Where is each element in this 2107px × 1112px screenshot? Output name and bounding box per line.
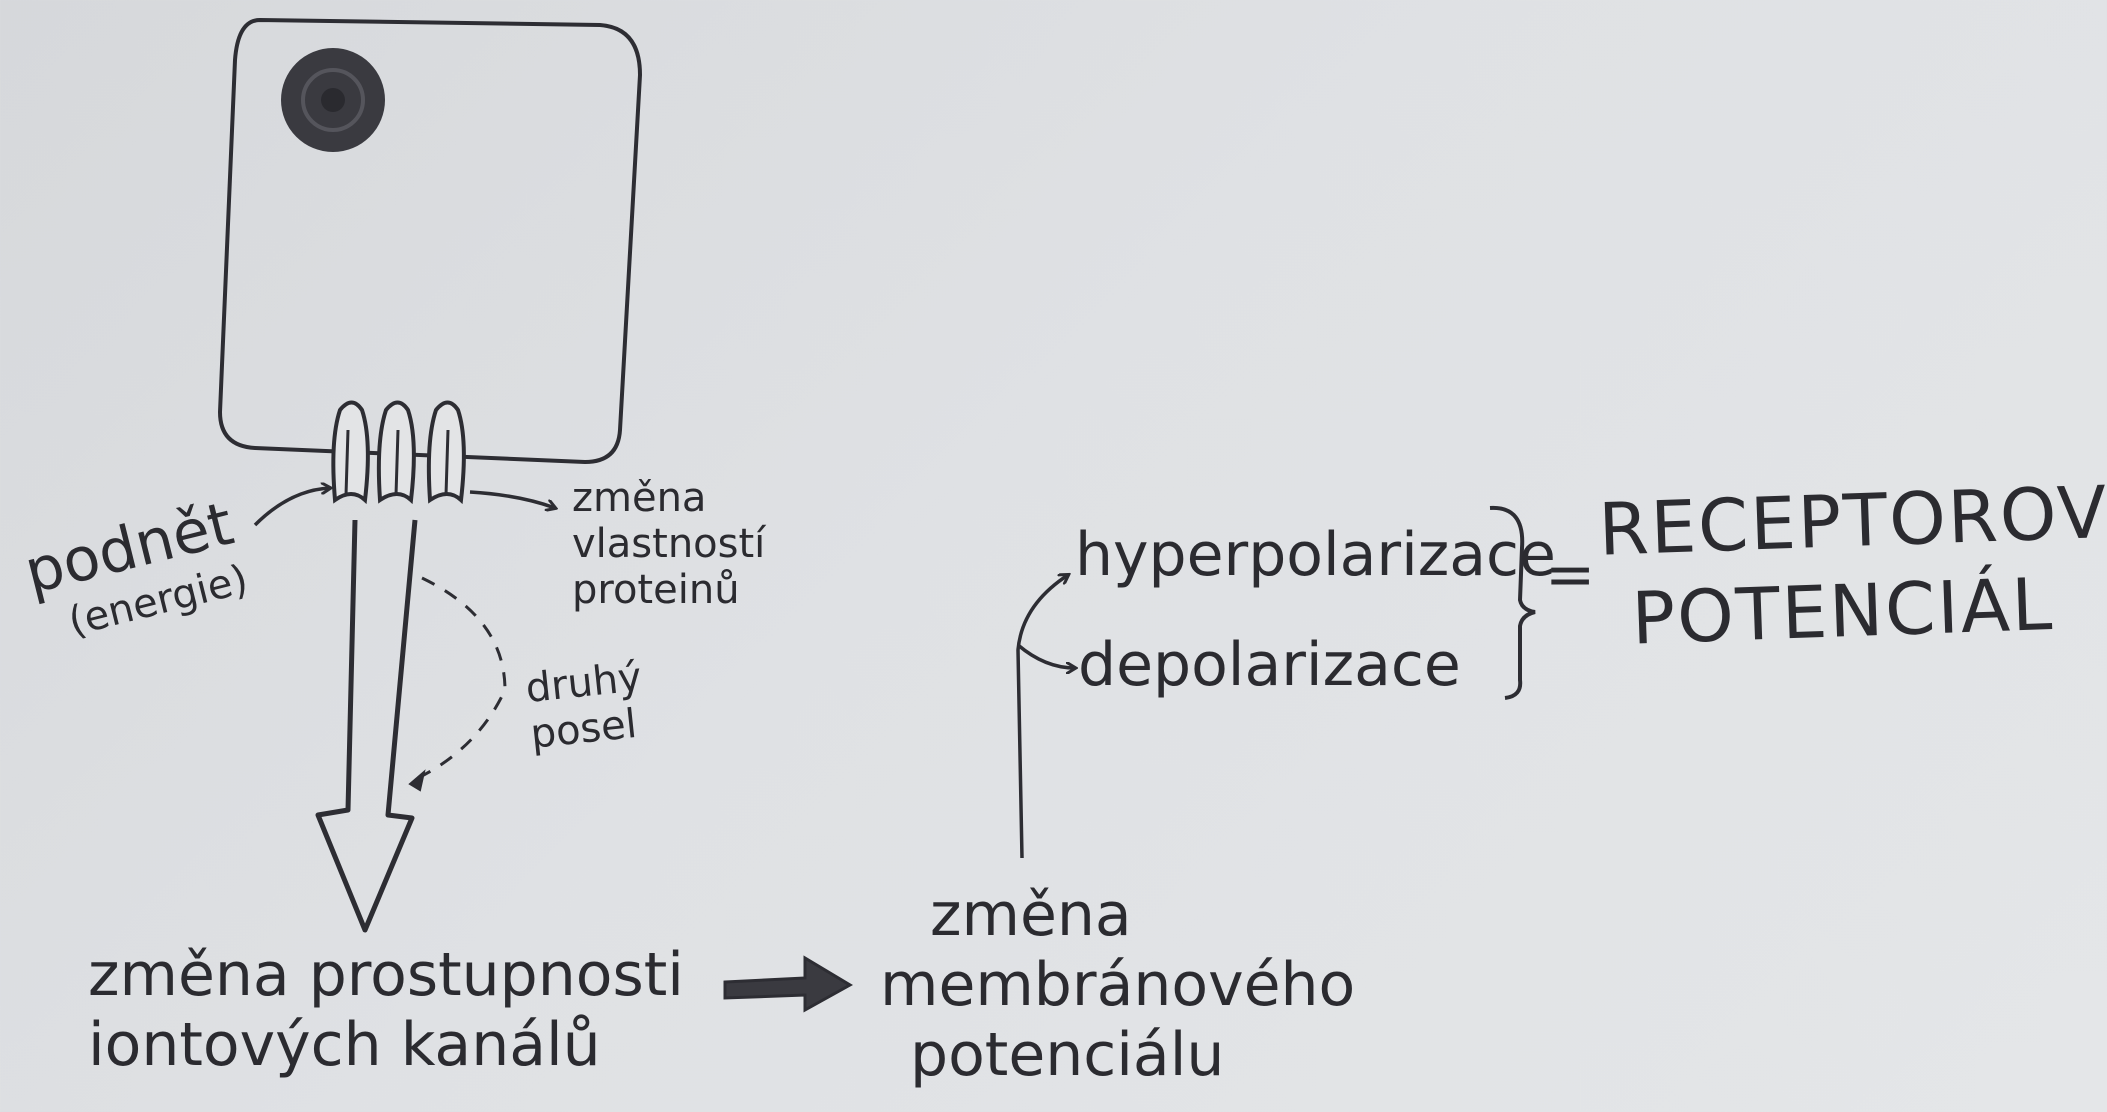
branch-side-line: [1016, 643, 1075, 668]
membrane-line-3: potenciálu: [910, 1020, 1225, 1090]
receptor-potential-label: RECEPTOROVÝ POTENCIÁL: [1597, 465, 2107, 664]
curly-brace: [1489, 505, 1536, 700]
membrane-line-1: změna: [930, 880, 1132, 950]
second-messenger-label: druhý posel: [524, 654, 649, 758]
result-line-1: RECEPTOROVÝ: [1597, 468, 2107, 572]
protein-change-line-3: proteinů: [572, 567, 740, 613]
permeability-change-label: změna prostupnosti iontových kanálů: [88, 940, 684, 1080]
nucleus: [281, 48, 385, 152]
permeability-line-1: změna prostupnosti: [88, 940, 684, 1010]
membrane-line-2: membránového: [880, 950, 1356, 1020]
depolarization-label: depolarizace: [1078, 630, 1461, 700]
branch-up-line: [1016, 575, 1068, 859]
big-down-arrow: [315, 519, 418, 933]
second-messenger-path: [417, 576, 507, 780]
equals-sign: =: [1545, 540, 1596, 610]
bold-right-arrow: [723, 955, 853, 1013]
hyperpolarization-label: hyperpolarizace: [1075, 520, 1556, 590]
protein-change-arrow: [469, 490, 555, 508]
result-line-2: POTENCIÁL: [1630, 561, 2056, 661]
membrane-change-label: změna membránového potenciálu: [880, 880, 1355, 1090]
protein-change-line-1: změna: [572, 475, 707, 521]
stimulus-arrow: [253, 488, 330, 527]
membrane-protein-channels: [331, 400, 466, 505]
protein-change-label: změna vlastností proteinů: [572, 475, 765, 613]
receptor-cell: [217, 17, 643, 465]
protein-change-line-2: vlastností: [572, 521, 766, 567]
permeability-line-2: iontových kanálů: [88, 1010, 601, 1080]
second-messenger-arrowhead: [408, 769, 426, 792]
